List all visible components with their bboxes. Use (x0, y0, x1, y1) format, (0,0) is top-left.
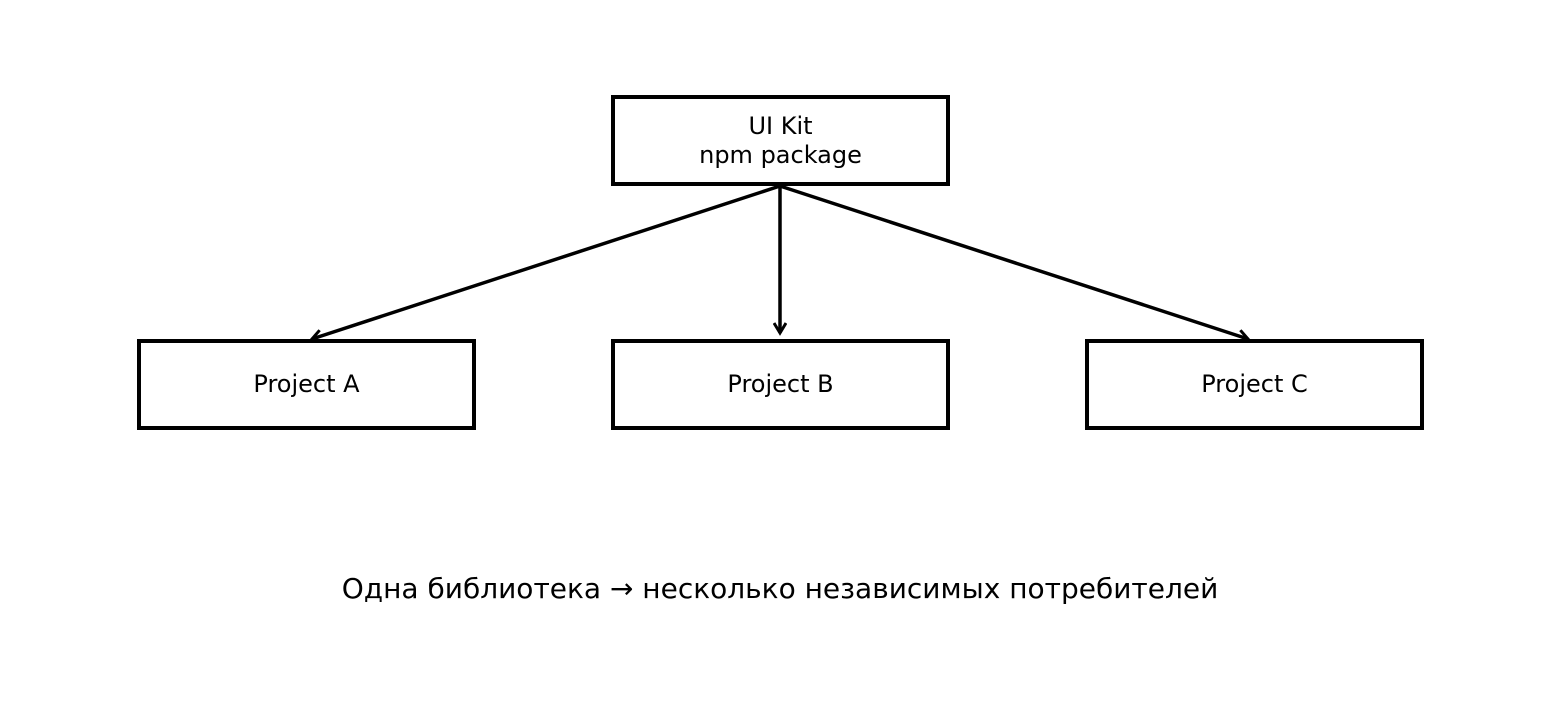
project-c-label: Project C (1201, 370, 1308, 398)
project-a-label: Project A (253, 370, 360, 398)
arrow-root-to-project-c (779, 184, 1248, 339)
ui-kit-title: UI Kit (748, 111, 813, 140)
project-c-node: Project C (1085, 339, 1424, 430)
project-b-label: Project B (727, 370, 834, 398)
diagram-caption: Одна библиотека → несколько независимых … (341, 572, 1219, 605)
project-a-node: Project A (137, 339, 476, 430)
ui-kit-node: UI Kit npm package (611, 95, 950, 186)
arrow-root-to-project-a (312, 184, 781, 339)
project-b-node: Project B (611, 339, 950, 430)
ui-kit-subtitle: npm package (699, 140, 862, 169)
